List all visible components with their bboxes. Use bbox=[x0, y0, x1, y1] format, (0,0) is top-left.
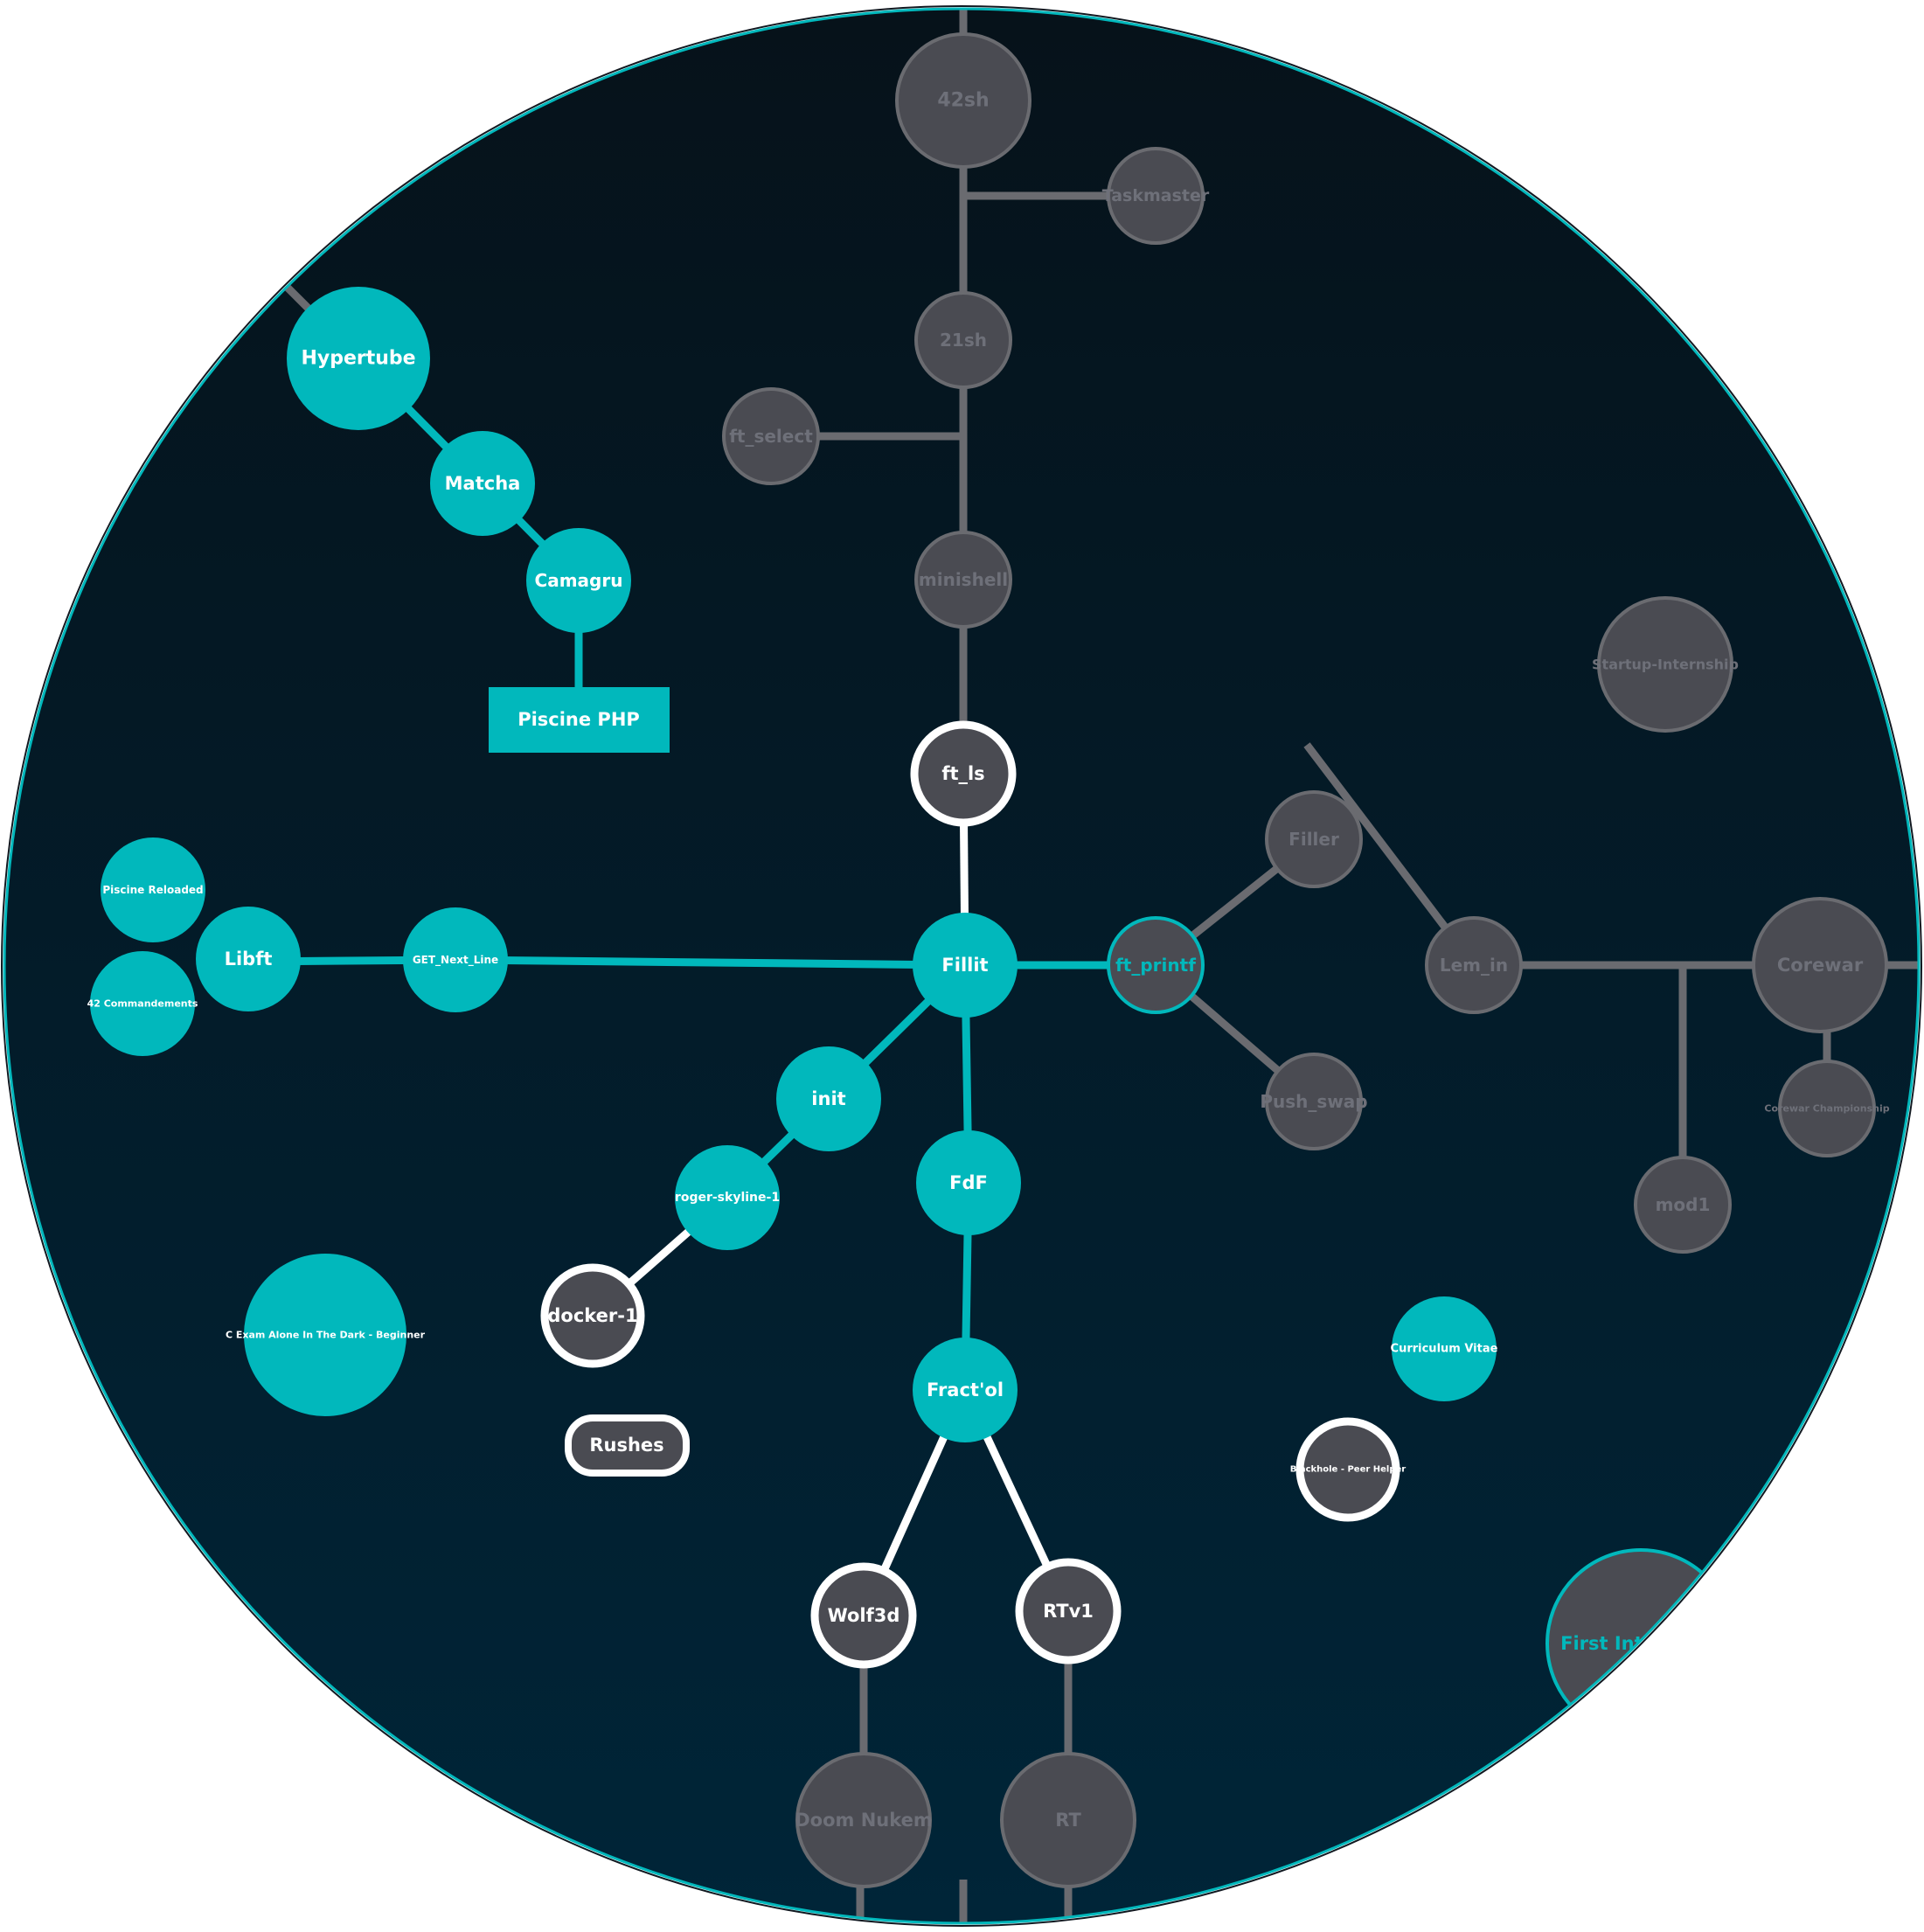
node-label: Libft bbox=[225, 949, 273, 969]
node-label: Corewar bbox=[1777, 955, 1864, 976]
node-label: Curriculum Vitae bbox=[1391, 1343, 1498, 1356]
node-label: FdF bbox=[949, 1172, 988, 1193]
node-label: Piscine Reloaded bbox=[102, 884, 203, 896]
node-rushes[interactable]: Rushes bbox=[565, 1414, 690, 1477]
node-label: Lem_in bbox=[1440, 955, 1508, 976]
node-label: docker-1 bbox=[547, 1305, 637, 1326]
node-label: 42sh bbox=[937, 90, 989, 112]
node-docker[interactable]: docker-1 bbox=[540, 1263, 645, 1368]
node-init[interactable]: init bbox=[776, 1046, 881, 1151]
node-label: ft_ls bbox=[941, 763, 984, 784]
node-fillit[interactable]: Fillit bbox=[913, 913, 1018, 1018]
node-label: Hypertube bbox=[301, 348, 415, 370]
node-label: Wolf3d bbox=[828, 1605, 900, 1626]
node-label: 21sh bbox=[940, 330, 987, 351]
node-label: ft_select bbox=[729, 426, 813, 447]
node-label: Taskmaster bbox=[1102, 186, 1210, 205]
node-ft-printf[interactable]: ft_printf bbox=[1107, 916, 1205, 1014]
node-label: minishell bbox=[919, 569, 1008, 590]
node-21sh[interactable]: 21sh bbox=[914, 291, 1012, 389]
node-lem-in[interactable]: Lem_in bbox=[1425, 916, 1523, 1014]
node-label: Camagru bbox=[535, 570, 623, 591]
node-curriculum-vitae[interactable]: Curriculum Vitae bbox=[1391, 1296, 1498, 1401]
node-startup-internship[interactable]: Startup-Internship bbox=[1592, 596, 1739, 733]
node-label: Doom Nukem bbox=[795, 1810, 933, 1831]
link-gnl-fillit bbox=[455, 956, 966, 969]
node-camagru[interactable]: Camagru bbox=[526, 528, 631, 633]
node-label: Corewar Championship bbox=[1764, 1103, 1889, 1115]
node-piscine-php[interactable]: Piscine PHP bbox=[489, 687, 670, 753]
node-matcha[interactable]: Matcha bbox=[430, 431, 535, 536]
node-libft[interactable]: Libft bbox=[196, 907, 301, 1011]
node-rtv1[interactable]: RTv1 bbox=[1015, 1558, 1122, 1664]
node-label: roger-skyline-1 bbox=[675, 1191, 780, 1205]
node-label: Startup-Internship bbox=[1592, 657, 1739, 673]
node-push-swap[interactable]: Push_swap bbox=[1260, 1053, 1368, 1150]
graph-rim bbox=[3, 7, 1921, 1925]
node-wolf3d[interactable]: Wolf3d bbox=[810, 1562, 917, 1669]
node-label: Push_swap bbox=[1260, 1091, 1367, 1112]
node-exam-beginner[interactable]: C Exam Alone In The Dark - Beginner bbox=[226, 1254, 426, 1416]
node-corewar[interactable]: Corewar bbox=[1752, 897, 1888, 1033]
node-label: 42 Commandements bbox=[87, 998, 198, 1010]
node-doom-nukem[interactable]: Doom Nukem bbox=[795, 1752, 933, 1888]
node-piscine-reloaded[interactable]: Piscine Reloaded bbox=[101, 837, 205, 942]
node-get-next-line[interactable]: GET_Next_Line bbox=[403, 907, 508, 1012]
node-blackhole[interactable]: Blackhole - Peer Helper bbox=[1290, 1417, 1407, 1522]
graph-rim-outer bbox=[1, 5, 1922, 1927]
node-label: RT bbox=[1055, 1810, 1081, 1831]
node-corewar-championship[interactable]: Corewar Championship bbox=[1764, 1060, 1890, 1157]
node-label: Matcha bbox=[445, 473, 521, 494]
node-label: RTv1 bbox=[1043, 1601, 1094, 1622]
node-label: Filler bbox=[1288, 829, 1339, 850]
node-42sh[interactable]: 42sh bbox=[895, 32, 1031, 169]
node-label: Fillit bbox=[941, 955, 988, 976]
node-filler[interactable]: Filler bbox=[1265, 790, 1363, 888]
node-label: GET_Next_Line bbox=[413, 954, 498, 967]
node-fractol[interactable]: Fract'ol bbox=[913, 1338, 1018, 1442]
node-label: mod1 bbox=[1656, 1194, 1711, 1215]
node-label: Fract'ol bbox=[927, 1380, 1004, 1400]
node-label: ft_printf bbox=[1115, 955, 1196, 976]
node-label: Blackhole - Peer Helper bbox=[1290, 1465, 1407, 1475]
node-taskmaster[interactable]: Taskmaster bbox=[1102, 147, 1210, 245]
node-rt[interactable]: RT bbox=[1000, 1752, 1136, 1888]
node-fdf[interactable]: FdF bbox=[916, 1130, 1021, 1235]
node-label: init bbox=[811, 1088, 845, 1109]
node-ft-ls[interactable]: ft_ls bbox=[910, 720, 1017, 827]
node-minishell[interactable]: minishell bbox=[914, 531, 1012, 629]
node-42-commandements[interactable]: 42 Commandements bbox=[87, 951, 198, 1056]
node-label: C Exam Alone In The Dark - Beginner bbox=[226, 1330, 426, 1341]
node-label: Piscine PHP bbox=[517, 709, 640, 730]
node-label: Rushes bbox=[589, 1435, 663, 1456]
node-ft-select[interactable]: ft_select bbox=[722, 387, 820, 485]
node-hypertube[interactable]: Hypertube bbox=[287, 287, 430, 430]
node-mod1[interactable]: mod1 bbox=[1634, 1156, 1732, 1254]
node-roger-skyline[interactable]: roger-skyline-1 bbox=[675, 1145, 780, 1250]
